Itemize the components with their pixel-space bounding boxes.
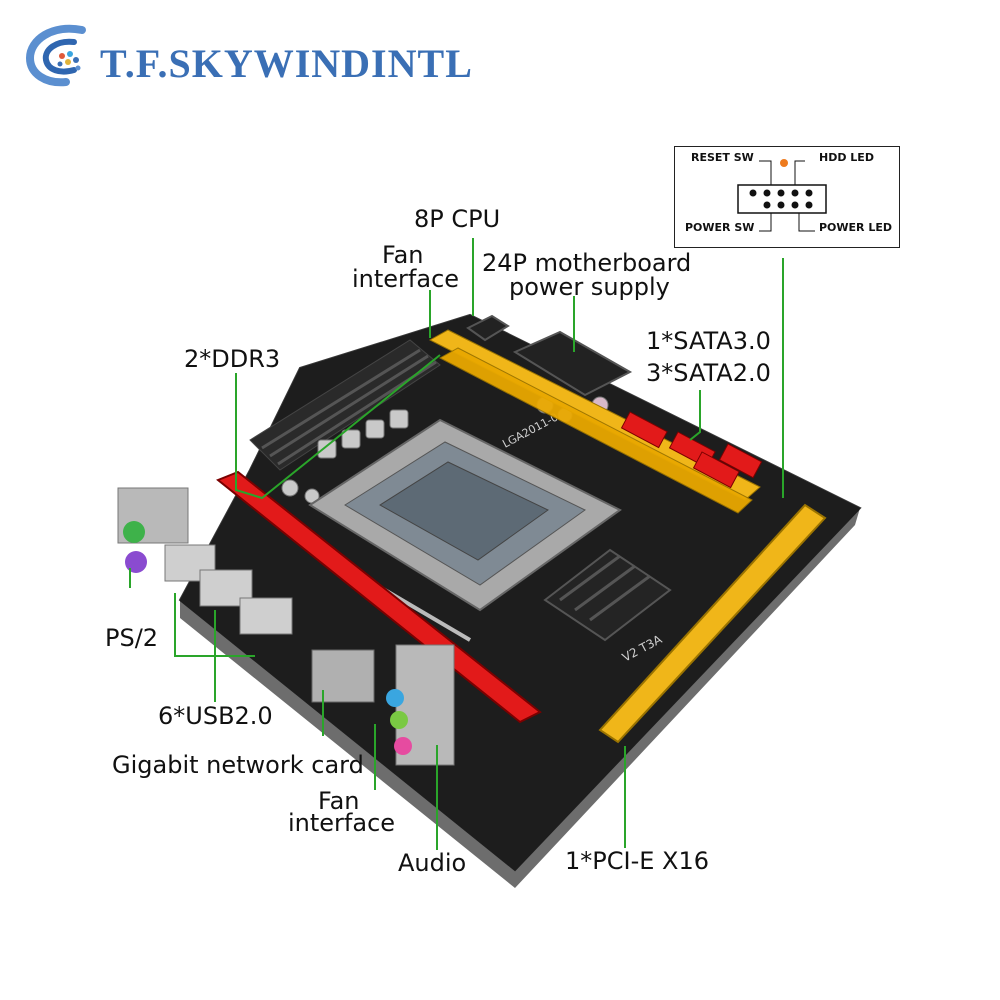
label-audio: Audio <box>398 849 467 877</box>
chipset-heatsink <box>543 548 672 642</box>
ddr3-slot-2 <box>438 347 753 514</box>
label-fan-interface-bottom-line1: Fan <box>318 787 360 815</box>
label-24p-power-line1: 24P motherboard <box>482 249 692 277</box>
atx-24pin-connector <box>512 330 633 397</box>
pcie-x16-slot <box>598 503 827 744</box>
callout-lines <box>129 238 784 850</box>
label-24p-power-line2: power supply <box>509 273 670 301</box>
label-pcie-x16: 1*PCI-E X16 <box>565 847 710 875</box>
brand-logo-icon <box>25 24 86 87</box>
label-sata-1: 1*SATA3.0 <box>646 327 771 355</box>
front-panel-pinout: RESET SW HDD LED POWER SW POWER LED <box>674 146 900 248</box>
label-8p-cpu: 8P CPU <box>414 205 501 233</box>
label-fan-interface-top-line2: interface <box>352 265 460 293</box>
cpu-8pin-connector <box>466 314 510 342</box>
hdd-led-label: HDD LED <box>819 151 874 164</box>
pin-header-icon <box>737 159 827 232</box>
label-gigabit-lan: Gigabit network card <box>112 751 364 779</box>
cpu-socket <box>298 418 622 642</box>
rear-io-panel <box>117 487 455 766</box>
label-sata-2: 3*SATA2.0 <box>646 359 771 387</box>
power-led-label: POWER LED <box>819 221 893 234</box>
label-ps2: PS/2 <box>105 624 159 652</box>
label-fan-interface-bottom-line2: interface <box>288 809 396 837</box>
brand-name: T.F.SKYWINDINTL <box>100 41 473 86</box>
reset-sw-label: RESET SW <box>691 151 754 164</box>
label-usb: 6*USB2.0 <box>158 702 273 730</box>
label-ddr3: 2*DDR3 <box>184 345 281 373</box>
red-slot <box>216 470 542 724</box>
power-sw-label: POWER SW <box>685 221 755 234</box>
sata-ports <box>620 411 763 489</box>
label-fan-interface-top-line1: Fan <box>382 241 424 269</box>
